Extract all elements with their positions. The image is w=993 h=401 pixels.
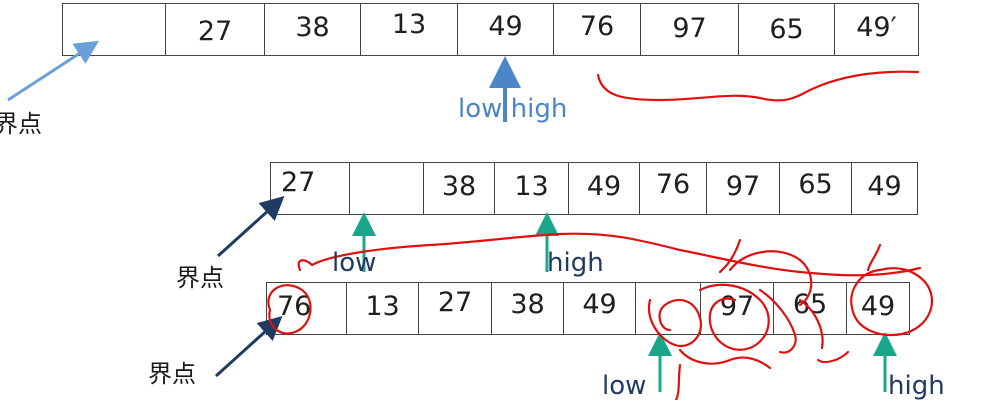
array-cell: 38 <box>491 282 564 335</box>
boundary-label: 界点 <box>176 264 224 292</box>
array-row-1: 27 38 13 49 76 97 65 49′ <box>62 3 919 56</box>
array-cell <box>349 162 424 215</box>
boundary-label: 界点 <box>148 360 196 388</box>
array-cell: 76 <box>266 282 347 335</box>
array-cell: 13 <box>494 162 569 215</box>
handwritten-annotation <box>267 70 934 400</box>
low-pointer-label: low <box>602 371 647 401</box>
array-cell: 27 <box>418 282 492 335</box>
low-pointer-label: low <box>332 248 377 278</box>
array-cell <box>62 3 166 56</box>
array-cell: 97 <box>640 3 739 56</box>
array-cell: 65 <box>779 162 852 215</box>
array-cell: 49 <box>851 162 918 215</box>
array-cell: 13 <box>346 282 419 335</box>
array-cell: 49 <box>563 282 636 335</box>
array-cell: 27 <box>270 162 350 215</box>
boundary-label: 界点 <box>0 110 42 138</box>
high-pointer-label: high <box>888 371 945 401</box>
low-high-pointer-label: low high <box>458 94 568 124</box>
array-cell: 49 <box>568 162 640 215</box>
array-cell: 27 <box>165 3 265 56</box>
array-cell: 49′ <box>834 3 919 56</box>
high-pointer-label: high <box>547 248 604 278</box>
array-cell: 76 <box>553 3 641 56</box>
array-cell: 65 <box>738 3 835 56</box>
array-cell: 49 <box>846 282 910 335</box>
array-cell: 65 <box>773 282 847 335</box>
array-cell <box>635 282 701 335</box>
array-cell: 97 <box>700 282 774 335</box>
array-cell: 38 <box>264 3 361 56</box>
array-cell: 97 <box>706 162 780 215</box>
array-cell: 38 <box>423 162 495 215</box>
array-cell: 76 <box>639 162 707 215</box>
array-row-2: 27 38 13 49 76 97 65 49 <box>270 162 918 215</box>
array-row-3: 76 13 27 38 49 97 65 49 <box>266 282 910 335</box>
array-cell: 13 <box>360 3 458 56</box>
array-cell: 49 <box>457 3 554 56</box>
